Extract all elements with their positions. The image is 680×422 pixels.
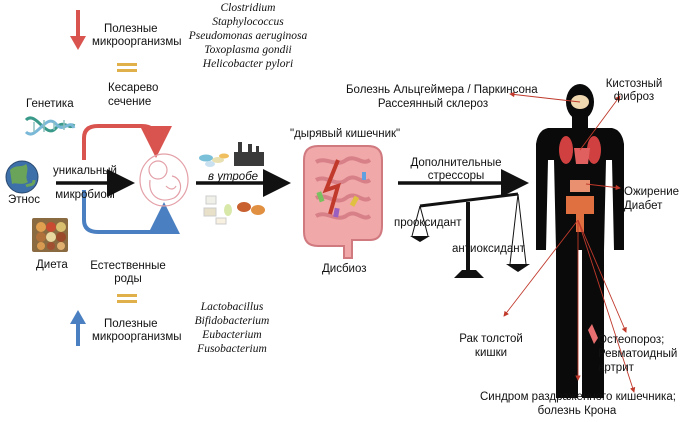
unique-microbiome-line1: уникальный [53, 165, 117, 177]
cesarean-label-line1: Кесарево [108, 82, 159, 94]
cesarean-path-arrow [82, 124, 172, 160]
globe-icon [5, 160, 39, 194]
top-beneficial-label-line2: микроорганизмы [92, 36, 182, 48]
food-items-icon [203, 195, 265, 225]
microbe-eubacterium: Eubacterium [202, 329, 262, 341]
natural-birth-path-arrow [82, 190, 180, 234]
ethnos-label: Этнос [8, 194, 41, 206]
top-beneficial-label-line1: Полезные [104, 23, 158, 35]
colon-cancer-line1: Рак толстой [459, 333, 523, 345]
dysbiosis-label: Дисбиоз [322, 263, 367, 275]
balance-scale-icon [410, 192, 530, 278]
stressors-label-line1: Дополнительные [410, 157, 502, 169]
microbe-lactobacillus: Lactobacillus [200, 301, 264, 313]
obesity-line2: Диабет [624, 200, 663, 212]
cystic-fibrosis-line2: фиброз [613, 91, 655, 103]
bottom-beneficial-label-line2: микроорганизмы [92, 331, 182, 343]
unique-microbiome-line2: микробиом [55, 189, 115, 201]
equals-icon [117, 63, 137, 72]
intestines-icon [303, 145, 383, 259]
osteo-line1: Остеопороз; [598, 334, 665, 346]
stressors-label-line2: стрессоры [427, 170, 485, 182]
genetics-label: Генетика [26, 98, 74, 110]
factory-icon [234, 142, 264, 166]
natural-birth-label-line2: роды [114, 273, 142, 285]
microbe-clostridium: Clostridium [220, 2, 276, 14]
cystic-fibrosis-line1: Кистозный [605, 78, 663, 90]
fetus-icon [139, 153, 189, 207]
ibs-line1: Синдром раздраженного кишечника; [480, 391, 676, 403]
equals-icon [117, 294, 137, 303]
dna-icon [24, 116, 76, 136]
increase-arrow-icon [70, 310, 86, 346]
neuro-disease-line2: Рассеянный склероз [377, 98, 489, 110]
leaky-gut-label: "дырявый кишечник" [290, 128, 401, 140]
microbe-fusobacterium: Fusobacterium [197, 343, 267, 355]
microbe-pseudomonas: Pseudomonas aeruginosa [188, 30, 308, 42]
neuro-disease-line1: Болезнь Альцгеймера / Паркинсона [346, 84, 538, 96]
obesity-line1: Ожирение; [624, 186, 680, 198]
microbe-staphylococcus: Staphylococcus [212, 16, 284, 28]
prooxidant-label: прооксидант [394, 217, 462, 229]
food-grid-icon [32, 218, 68, 252]
diet-label: Диета [36, 259, 68, 271]
osteo-line2: Ревматоидный [598, 348, 678, 360]
disease-lines [503, 91, 636, 393]
colon-cancer-line2: кишки [474, 347, 508, 359]
microbe-helicobacter: Helicobacter pylori [202, 58, 294, 70]
ibs-line2: болезнь Крона [537, 405, 617, 417]
bottom-beneficial-label-line1: Полезные [104, 318, 158, 330]
decrease-arrow-icon [70, 10, 86, 50]
microbe-toxoplasma: Toxoplasma gondii [204, 44, 292, 56]
pills-icon [199, 153, 229, 167]
in-utero-label: в утробе [208, 171, 259, 183]
cesarean-label-line2: сечение [108, 96, 152, 108]
natural-birth-label-line1: Естественные [90, 260, 166, 272]
antioxidant-label: антиоксидант [452, 243, 525, 255]
osteo-line3: артрит [598, 362, 634, 374]
microbe-bifidobacterium: Bifidobacterium [194, 315, 270, 327]
